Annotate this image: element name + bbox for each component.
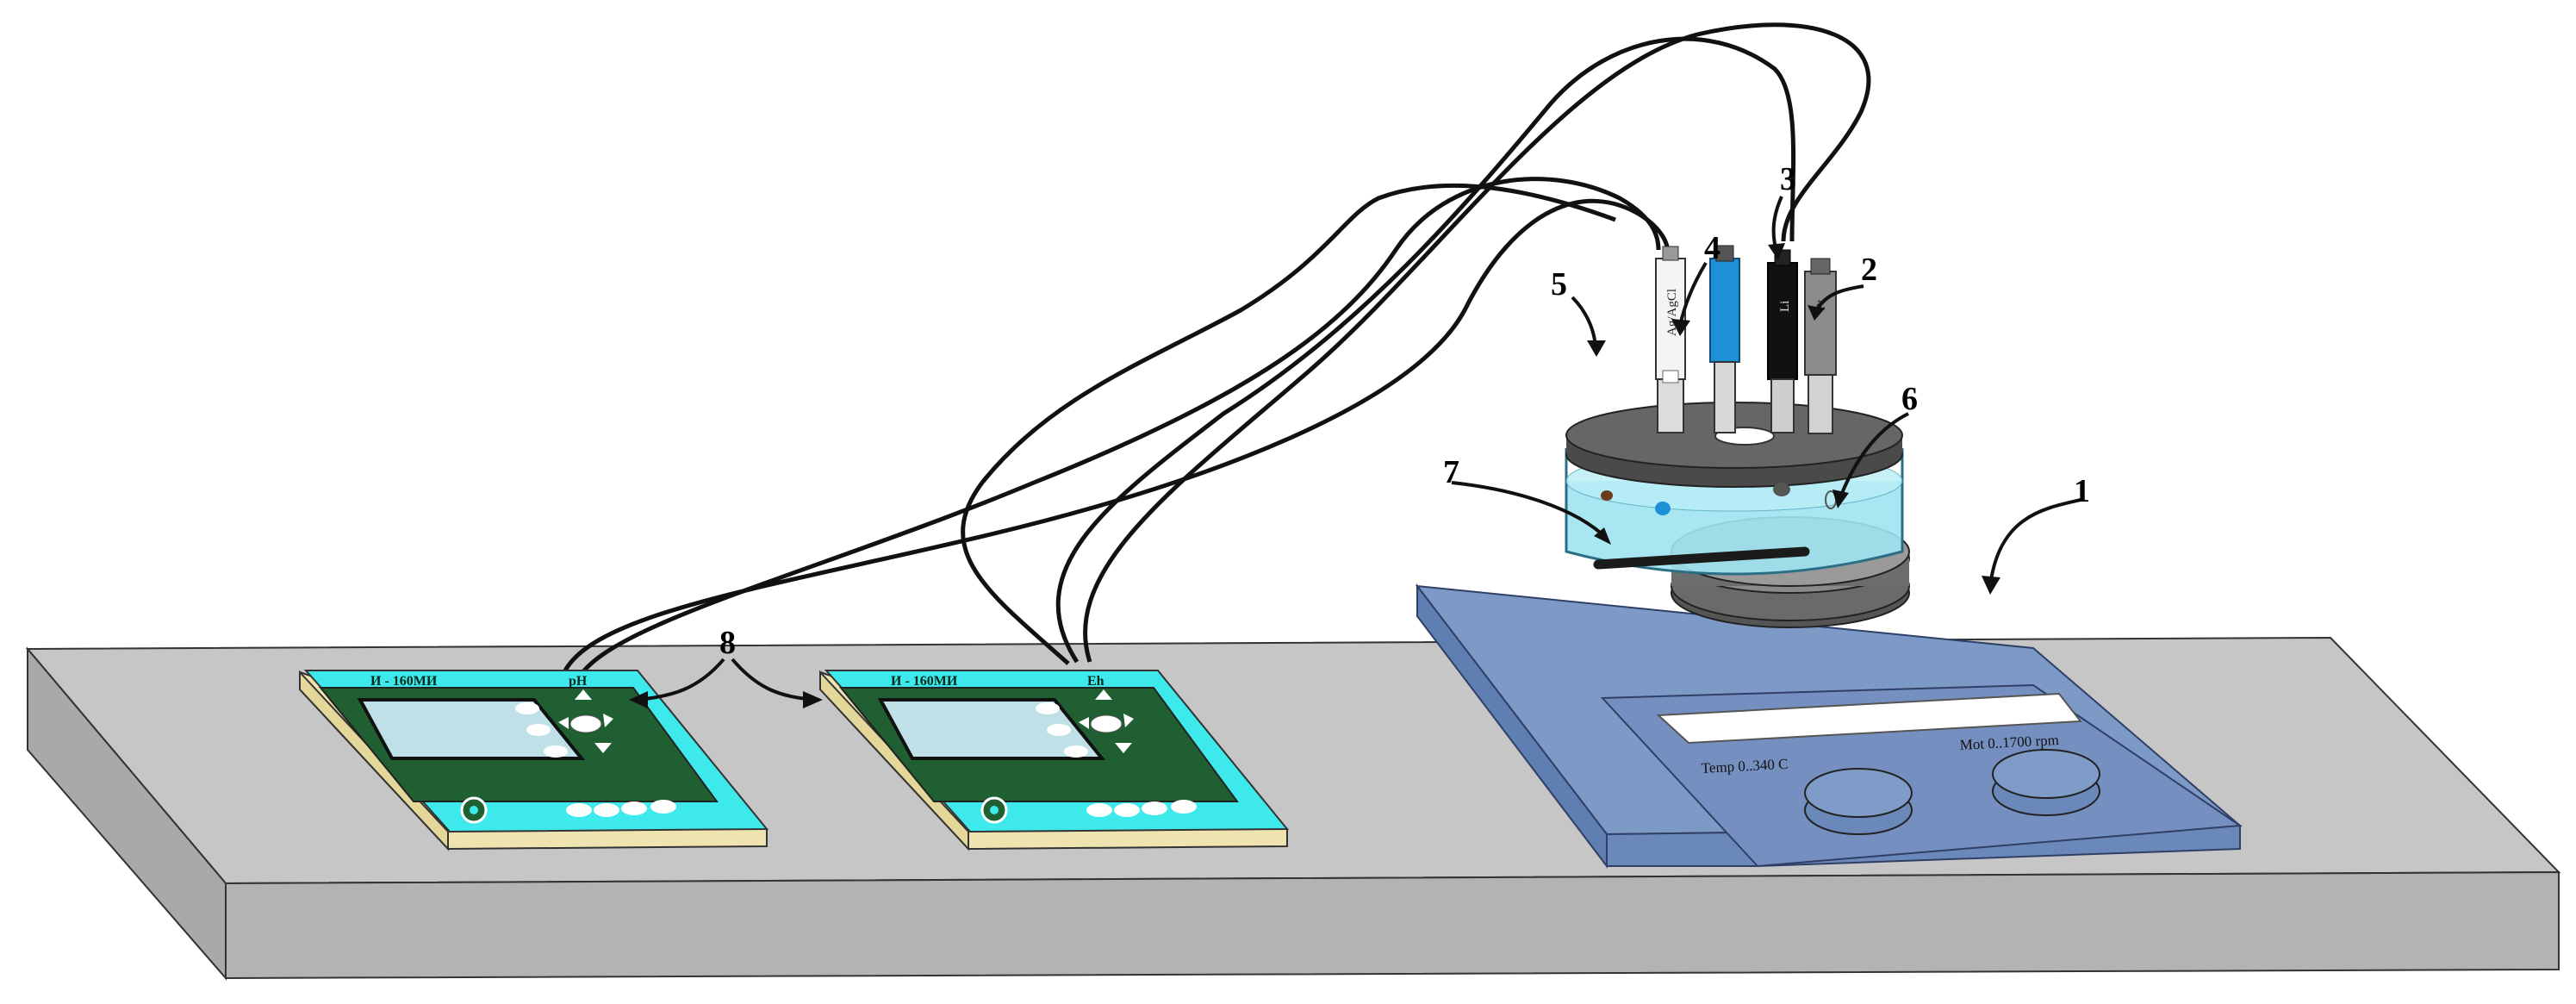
meter-model-label: И - 160МИ xyxy=(370,674,438,689)
cable xyxy=(961,183,1616,665)
meter-arrow-left-icon[interactable] xyxy=(1079,717,1089,729)
meter-soft-button[interactable] xyxy=(1086,803,1112,817)
meter-channel-label: Eh xyxy=(1087,674,1104,689)
meter-nav-ok-button[interactable] xyxy=(1090,714,1123,733)
cable xyxy=(1083,22,1871,663)
power-icon-dot xyxy=(470,806,478,814)
callout-arrows xyxy=(629,196,2081,708)
meter-left: И - 160МИ pH xyxy=(299,670,769,851)
temp-knob-top[interactable] xyxy=(1804,768,1913,818)
stirrer-display xyxy=(1656,692,2082,745)
callout-3: 3 xyxy=(1780,161,1796,197)
li-electrode: Li xyxy=(1767,249,1798,433)
callout-5: 5 xyxy=(1551,266,1567,302)
meter-arrow-right-icon[interactable] xyxy=(1123,714,1134,727)
meter-button[interactable] xyxy=(1036,702,1060,714)
callout-numbers: 1 2 3 4 5 6 7 8 xyxy=(719,161,2090,661)
callout-1: 1 xyxy=(2074,473,2090,509)
callout-6: 6 xyxy=(1901,381,1918,417)
callout-8: 8 xyxy=(719,625,736,661)
reference-electrode: Ag/AgCl xyxy=(1655,246,1686,433)
meter-arrow-up-icon[interactable] xyxy=(575,689,592,700)
meter-arrow-up-icon[interactable] xyxy=(1095,689,1112,700)
meter-soft-button[interactable] xyxy=(650,800,676,814)
meter-screen xyxy=(357,698,586,760)
electrode-tip xyxy=(1655,502,1671,515)
callout-2: 2 xyxy=(1861,252,1877,288)
motor-knob-top[interactable] xyxy=(1992,749,2100,799)
cable xyxy=(579,177,1661,676)
meter-soft-button[interactable] xyxy=(566,803,592,817)
callout-7: 7 xyxy=(1443,454,1459,490)
meter-channel-label: pH xyxy=(569,674,588,689)
electrode-tip xyxy=(1601,490,1613,501)
meter-button[interactable] xyxy=(526,724,551,736)
meter-arrow-left-icon[interactable] xyxy=(558,717,569,729)
table-front xyxy=(225,870,2560,980)
meter-arrow-down-icon[interactable] xyxy=(594,743,612,753)
stir-bar xyxy=(1593,546,1810,570)
blue-electrode xyxy=(1709,245,1740,433)
cell-beaker-wall xyxy=(1565,448,1904,576)
meter-model-label: И - 160МИ xyxy=(891,674,958,689)
meter-nav-ok-button[interactable] xyxy=(569,714,602,733)
meter-button[interactable] xyxy=(515,702,539,714)
meter-soft-button[interactable] xyxy=(1142,801,1167,815)
li-electrode-label: Li xyxy=(1778,301,1792,312)
meter-soft-button[interactable] xyxy=(621,801,647,815)
pt-electrode: Pt xyxy=(1804,258,1837,434)
power-icon-dot xyxy=(990,806,999,814)
meter-arrow-right-icon[interactable] xyxy=(603,714,613,727)
meter-button[interactable] xyxy=(1064,745,1088,758)
meter-arrow-down-icon[interactable] xyxy=(1115,743,1132,753)
meter-button[interactable] xyxy=(1047,724,1071,736)
meter-button[interactable] xyxy=(544,745,568,758)
meter-soft-button[interactable] xyxy=(1114,803,1140,817)
cable xyxy=(1055,36,1796,664)
cables xyxy=(562,22,1871,676)
electrode-tip xyxy=(1773,483,1790,496)
meter-soft-button[interactable] xyxy=(1171,800,1197,814)
meter-right: И - 160МИ Eh xyxy=(819,670,1290,851)
callout-4: 4 xyxy=(1704,230,1720,266)
meter-soft-button[interactable] xyxy=(594,803,619,817)
meter-screen xyxy=(877,698,1106,760)
